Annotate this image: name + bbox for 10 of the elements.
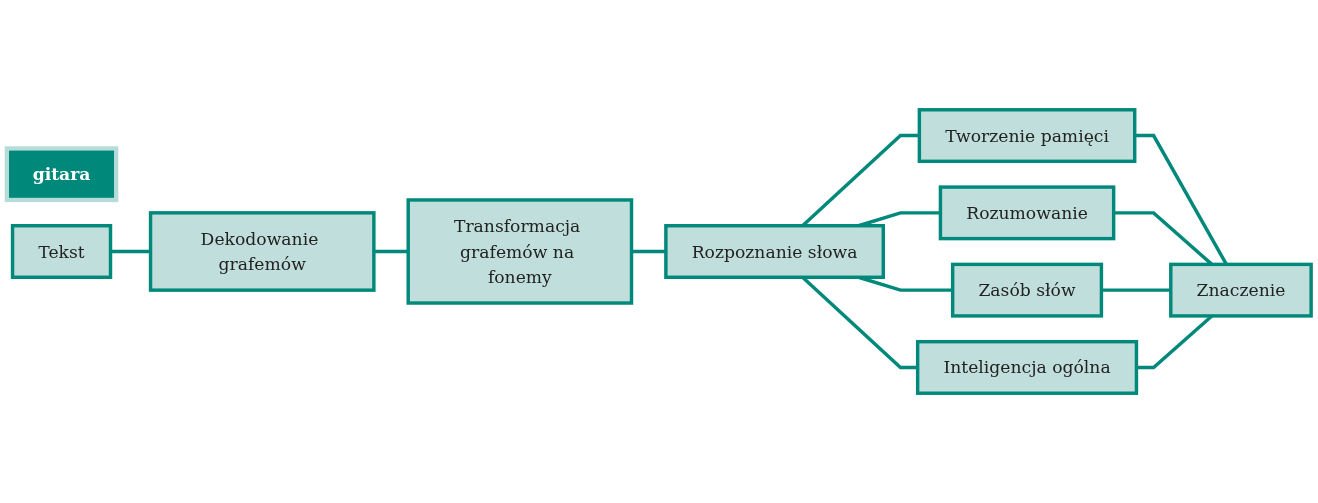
node-box: Rozumowanie <box>938 185 1116 241</box>
node-box: Inteligencja ogólna <box>915 339 1139 395</box>
node-box: Tekst <box>10 224 113 279</box>
node-box: Zasób słów <box>950 262 1104 318</box>
node-box: Tworzenie pamięci <box>917 108 1137 164</box>
node-box: Znaczenie <box>1169 262 1313 318</box>
node-box: Rozpoznanie słowa <box>664 224 885 279</box>
node-box: Dekodowanie grafemów <box>148 211 376 292</box>
node-box: Transformacja grafemów na fonemy <box>406 198 634 305</box>
node-box: gitara <box>4 146 119 203</box>
